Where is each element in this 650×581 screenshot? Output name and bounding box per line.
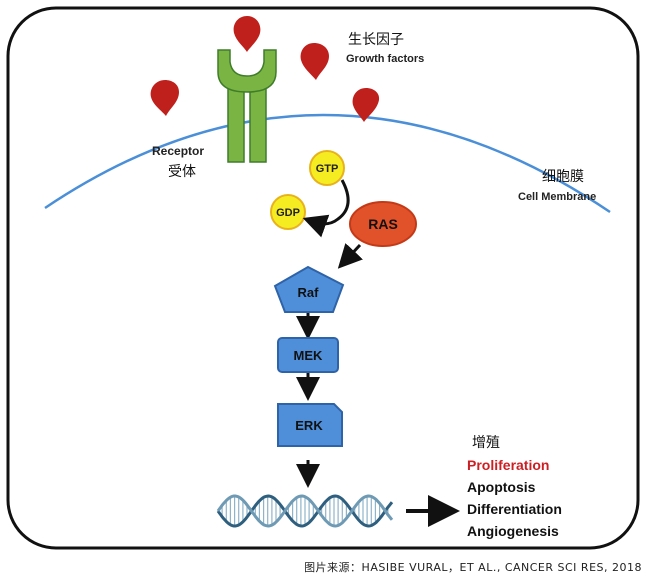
membrane-en-label: Cell Membrane <box>518 191 596 203</box>
growth-factor-drop <box>233 16 261 52</box>
gtp-to-gdp-arrow <box>302 179 350 238</box>
outcome-angiogenesis: Angiogenesis <box>467 523 559 539</box>
erk-label: ERK <box>295 418 323 433</box>
mek-node <box>277 337 339 373</box>
outcome-proliferation: Proliferation <box>467 457 549 473</box>
erk-node <box>277 403 343 447</box>
ras-label: RAS <box>368 216 398 232</box>
mek-label: MEK <box>294 348 324 363</box>
dna-helix <box>216 494 394 528</box>
cell-membrane <box>44 113 611 214</box>
ras-to-raf-arrow <box>337 243 363 269</box>
raf-label: Raf <box>298 285 320 300</box>
growth-factor-drop <box>300 43 329 80</box>
gtp-node <box>309 150 345 186</box>
membrane-cn-label: 细胞膜 <box>542 169 584 185</box>
cell-frame <box>6 6 640 550</box>
growth-factors-cn-label: 生长因子 <box>348 32 404 48</box>
ras-node <box>349 201 417 247</box>
dna-strand <box>216 494 394 528</box>
growth-factors-en-label: Growth factors <box>346 53 424 65</box>
receptor <box>217 49 277 163</box>
proliferation-cn-label: 增殖 <box>472 434 500 451</box>
gtp-label: GTP <box>316 163 339 175</box>
receptor-en-label: Receptor <box>152 144 204 158</box>
dna-strand <box>216 494 394 528</box>
raf-node <box>273 265 345 313</box>
source-caption: 图片来源：HASIBE VURAL，ET AL., CANCER SCI RES… <box>304 561 642 574</box>
outcome-differentiation: Differentiation <box>467 501 562 517</box>
growth-factor-drop <box>150 80 179 116</box>
outcome-apoptosis: Apoptosis <box>467 479 536 495</box>
gdp-label: GDP <box>276 207 300 219</box>
gdp-node <box>270 194 306 230</box>
receptor-cn-label: 受体 <box>168 164 196 180</box>
growth-factor-drop <box>352 88 380 122</box>
